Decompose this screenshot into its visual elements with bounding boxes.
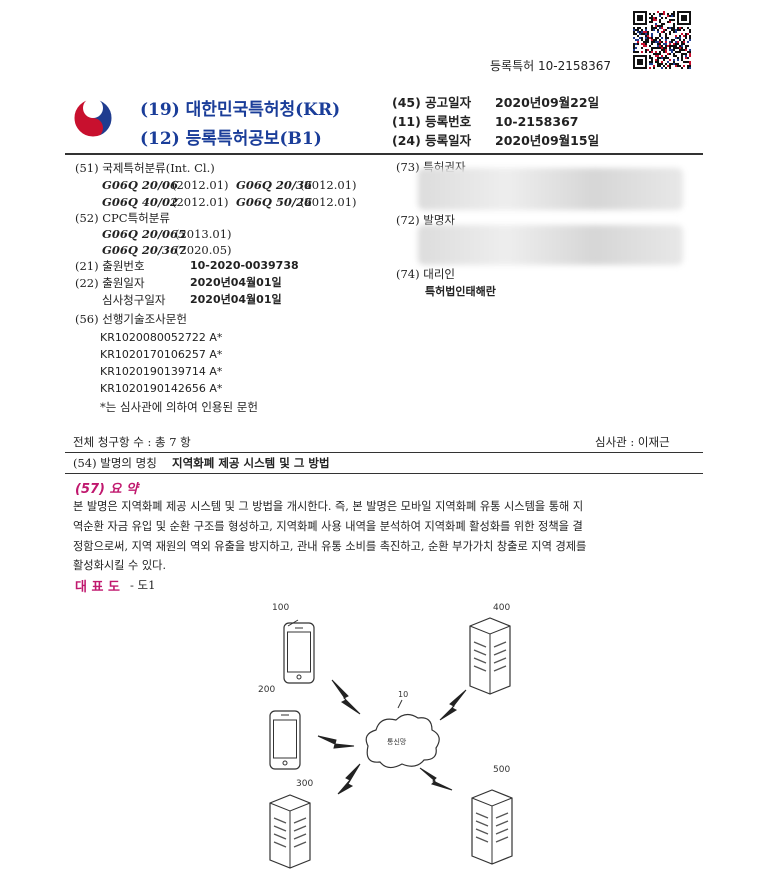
abstract-line: 정함으로써, 지역 재원의 역외 유출을 방지하고, 관내 유통 소비를 촉진하… bbox=[73, 540, 587, 553]
header-rule bbox=[65, 153, 703, 155]
office-title: (19) 대한민국특허청(KR) bbox=[140, 100, 341, 120]
network-cloud-icon bbox=[365, 713, 440, 769]
app-no-label: (21) 출원번호 bbox=[75, 259, 145, 273]
representative-value: - 도1 bbox=[130, 578, 156, 592]
phone-200-icon bbox=[269, 710, 301, 770]
ipc-code: G06Q 20/06 bbox=[102, 178, 179, 192]
abstract-line: 역순환 자금 유입 및 순환 구조를 형성하고, 지역화폐 사용 내역을 분석하… bbox=[73, 520, 583, 533]
reg-no-label: (11) 등록번호 bbox=[392, 114, 472, 129]
ipc-year: (2012.01) bbox=[300, 178, 357, 192]
invention-title: 지역화폐 제공 시스템 및 그 방법 bbox=[172, 456, 330, 470]
ipc-year: (2012.01) bbox=[172, 195, 229, 209]
reg-no: 10-2158367 bbox=[495, 114, 579, 129]
cpc-label: (52) CPC특허분류 bbox=[75, 211, 170, 225]
representative-label: 대 표 도 bbox=[75, 580, 120, 595]
cpc-code: G06Q 20/367 bbox=[102, 243, 187, 257]
exam-date: 2020년04월01일 bbox=[190, 293, 282, 306]
prior-art-label: (56) 선행기술조사문헌 bbox=[75, 312, 187, 326]
title-label: (54) 발명의 명칭 bbox=[73, 456, 157, 470]
server-300-icon bbox=[269, 794, 311, 869]
inventor-label: (72) 발명자 bbox=[396, 213, 456, 227]
cpc-year: (2020.05) bbox=[175, 243, 232, 257]
app-date-label: (22) 출원일자 bbox=[75, 276, 145, 290]
app-no: 10-2020-0039738 bbox=[190, 259, 299, 272]
label-10: 10 bbox=[398, 690, 408, 699]
examiner: 심사관 : 이재근 bbox=[595, 435, 670, 449]
ipc-code: G06Q 40/02 bbox=[102, 195, 179, 209]
claims-rule bbox=[65, 452, 703, 453]
kipo-logo-icon bbox=[72, 97, 114, 139]
agent-name: 특허법인태해란 bbox=[425, 285, 496, 298]
agent-label: (74) 대리인 bbox=[396, 267, 456, 281]
pub-date-label: (45) 공고일자 bbox=[392, 95, 472, 110]
label-500: 500 bbox=[493, 765, 510, 775]
pub-date: 2020년09월22일 bbox=[495, 95, 600, 110]
title-rule bbox=[65, 473, 703, 474]
abstract-line: 활성화시킬 수 있다. bbox=[73, 559, 167, 572]
owner-redacted bbox=[418, 168, 683, 210]
registration-label: 등록특허 10-2158367 bbox=[490, 59, 612, 73]
cpc-code: G06Q 20/065 bbox=[102, 227, 187, 241]
representative-figure: 100 200 300 400 500 10 통신망 bbox=[258, 603, 513, 869]
prior-art-item: KR1020170106257 A* bbox=[100, 348, 223, 361]
ipc-code: G06Q 50/26 bbox=[236, 195, 313, 209]
phone-100-icon bbox=[283, 619, 315, 684]
label-100: 100 bbox=[272, 603, 289, 613]
exam-date-label: 심사청구일자 bbox=[102, 293, 166, 307]
prior-art-item: KR1020190139714 A* bbox=[100, 365, 223, 378]
reg-date-label: (24) 등록일자 bbox=[392, 133, 472, 148]
app-date: 2020년04월01일 bbox=[190, 276, 282, 289]
qr-code bbox=[633, 11, 691, 69]
abstract-line: 본 발명은 지역화폐 제공 시스템 및 그 방법을 개시한다. 즉, 본 발명은… bbox=[73, 500, 584, 513]
total-claims: 전체 청구항 수 : 총 7 항 bbox=[73, 435, 191, 449]
cpc-year: (2013.01) bbox=[175, 227, 232, 241]
ipc-label: (51) 국제특허분류(Int. Cl.) bbox=[75, 161, 215, 175]
label-300: 300 bbox=[296, 779, 313, 789]
prior-art-item: KR1020080052722 A* bbox=[100, 331, 223, 344]
label-400: 400 bbox=[493, 603, 510, 613]
prior-art-item: KR1020190142656 A* bbox=[100, 382, 223, 395]
network-label: 통신망 bbox=[387, 737, 407, 746]
prior-art-note: *는 심사관에 의하여 인용된 문헌 bbox=[100, 400, 258, 414]
ipc-code: G06Q 20/36 bbox=[236, 178, 313, 192]
publication-type: (12) 등록특허공보(B1) bbox=[140, 129, 322, 149]
inventor-redacted bbox=[418, 225, 683, 265]
label-200: 200 bbox=[258, 685, 275, 695]
abstract-label: (57) 요 약 bbox=[75, 482, 138, 497]
reg-date: 2020년09월15일 bbox=[495, 133, 600, 148]
server-400-icon bbox=[469, 617, 511, 695]
ipc-year: (2012.01) bbox=[300, 195, 357, 209]
server-500-icon bbox=[471, 789, 513, 865]
ipc-year: (2012.01) bbox=[172, 178, 229, 192]
